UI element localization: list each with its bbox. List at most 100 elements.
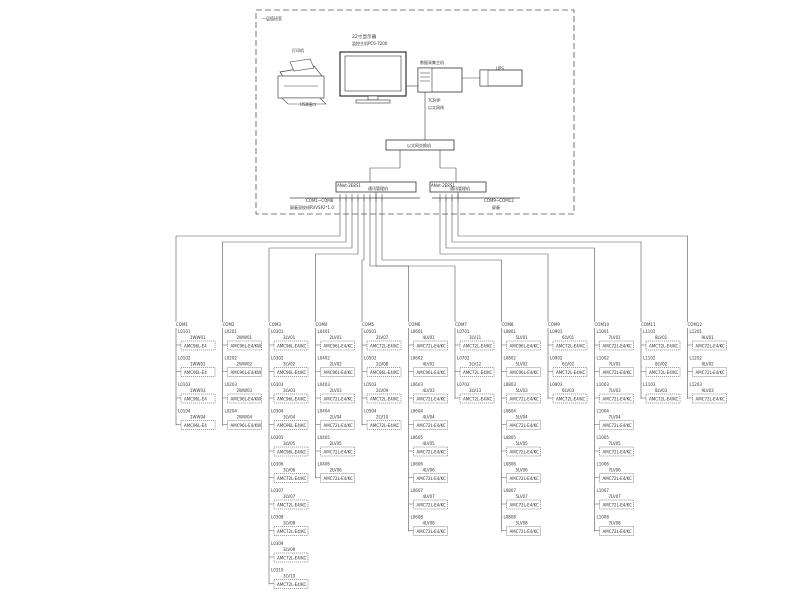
monitor-label: 22寸显示器 [352, 33, 377, 40]
meter-tag: 2LV10 [376, 415, 389, 420]
meter-code: L0307 [271, 488, 284, 493]
meter-box [459, 393, 495, 404]
meter-tag: 1WW02 [190, 362, 206, 367]
bus-wire [175, 198, 341, 322]
meter-model: AMC96L-E4/KW [231, 344, 262, 349]
meter-tag: 6LV02 [562, 362, 575, 367]
meter-model: AMC72L-E4/KC [324, 423, 353, 428]
meter-code: L0304 [271, 409, 284, 414]
meter-box [599, 367, 634, 377]
meter-model: AMC96L-E4/KC [417, 370, 446, 375]
meter-model: AMC72L-E4/KC [603, 423, 632, 428]
meter-model: AMC72L-E4/KC [603, 476, 632, 481]
meter-tag: 2WW01 [237, 335, 253, 340]
meter-code: L0103 [178, 382, 191, 387]
meter-box [413, 420, 448, 430]
meter-model: AMC72L-E4/KC [324, 397, 353, 402]
meter-box [506, 420, 541, 430]
meter-box [413, 526, 448, 536]
meter-box [273, 393, 309, 404]
bus-wire [439, 198, 549, 322]
meter-column: COM12L12019LV01AMC72L-E4/KCL12029LV02AMC… [687, 322, 727, 404]
meter-model: AMC96L-E4/KW [231, 370, 262, 375]
meter-box [552, 340, 588, 351]
meter-tag: 2LV01 [330, 335, 343, 340]
bus-wire [361, 198, 365, 322]
meter-code: L1002 [597, 356, 610, 361]
meter-model: AMC72L-E4/KC [603, 503, 632, 508]
meter-tag: 7LV06 [609, 468, 622, 473]
meter-code: L0902 [550, 356, 563, 361]
meter-tag: 2LV07 [376, 335, 389, 340]
meter-box [552, 393, 588, 404]
meter-column: COM10L10017LV01AMC72L-E4/KCL10027LV02AMC… [594, 322, 634, 536]
meter-tag: 3LV13 [469, 388, 482, 393]
meter-tag: 3LV07 [283, 494, 296, 499]
meter-tag: 2LV05 [330, 441, 343, 446]
meter-model: AMC72L-E4/KC [417, 397, 446, 402]
meter-code: L0406 [318, 462, 331, 467]
meter-code: L0808 [504, 515, 517, 520]
server-label: 数据采集主机 [420, 59, 444, 65]
meter-tag: 4LV02 [423, 362, 436, 367]
ups-icon [479, 69, 523, 87]
meter-box [413, 446, 448, 457]
switch-collector-links [369, 150, 457, 182]
meter-model: AMC96L-E4/KC [277, 423, 306, 428]
com-port-label: COM8 [502, 322, 514, 327]
meter-column: COM4L04012LV01AMC96L-E4/KCL04022LV02AMC9… [315, 322, 355, 483]
meter-model: AMC72L-E4/KC [696, 397, 725, 402]
meter-tag: 2LV08 [376, 362, 389, 367]
meter-box [413, 393, 448, 404]
meter-box [506, 340, 541, 351]
monitor-sublabel: 监控主机PC6-7200 [352, 40, 388, 46]
meter-code: L0501 [364, 329, 377, 334]
meter-model: AMC96L-E4/KC [324, 344, 353, 349]
meter-code: L1201 [690, 329, 703, 334]
meter-box [227, 393, 262, 404]
meter-code: L1101 [643, 329, 656, 334]
meter-model: AMC72L-E4/KC [417, 450, 446, 455]
meter-code: L0608 [411, 515, 424, 520]
meter-box [692, 340, 727, 351]
meter-model: AMC96L-E4/KW [231, 397, 262, 402]
server-icon [417, 67, 463, 93]
com-port-label: COM11 [641, 322, 656, 327]
meter-model: AMC72L-E4/KC [417, 503, 446, 508]
meter-tag: 7LV03 [609, 388, 622, 393]
meter-box [273, 579, 309, 589]
meter-model: AMC72L-E4/KC [510, 450, 539, 455]
meter-column: COM3L03013LV01AMC96L-E4/KCL03023LV02AMC9… [268, 322, 309, 589]
meter-model: AMC72L-E4/KC [370, 344, 399, 349]
meter-model: AMC96L-E4 [184, 344, 207, 349]
meter-model: AMC72L-E4/KC [277, 556, 306, 561]
meter-code: L1203 [690, 382, 703, 387]
meter-code: L0202 [225, 356, 238, 361]
meter-code: L0102 [178, 356, 191, 361]
meter-tag: 1WW04 [190, 415, 206, 420]
meter-box [273, 367, 309, 377]
meter-tag: 2LV06 [330, 468, 343, 473]
meter-model: AMC72L-E4/KC [603, 344, 632, 349]
meter-tag: 7LV08 [609, 521, 622, 526]
tcp-label: TCP/IP [427, 98, 441, 103]
meter-tag: 4LV07 [423, 494, 436, 499]
meter-code: L0310 [271, 568, 284, 573]
meter-box [227, 420, 262, 430]
meter-model: AMC96L-E4/KC [277, 397, 306, 402]
bus-wire [445, 198, 595, 322]
meter-column: COM6L06014LV01AMC72L-E4/KCL06024LV02AMC9… [408, 322, 448, 536]
meter-tag: 3LV06 [283, 468, 296, 473]
meter-model: AMC72L-E4/KC [603, 529, 632, 534]
meter-box [273, 340, 309, 351]
meter-code: L0502 [364, 356, 377, 361]
com-port-label: COM5 [362, 322, 374, 327]
meter-model: AMC96L-E4/KC [277, 344, 306, 349]
control-room-boundary [255, 9, 575, 215]
meter-column: COM2L02012WW01AMC96L-E4/KWL02022WW02AMC9… [222, 322, 262, 430]
meter-column: COM5L05012LV07AMC72L-E4/KCL05022LV08AMC9… [361, 322, 402, 430]
meter-box [273, 499, 309, 510]
meter-box [320, 473, 355, 483]
meter-model: AMC72L-E4/KC [603, 397, 632, 402]
meter-box [599, 420, 634, 430]
